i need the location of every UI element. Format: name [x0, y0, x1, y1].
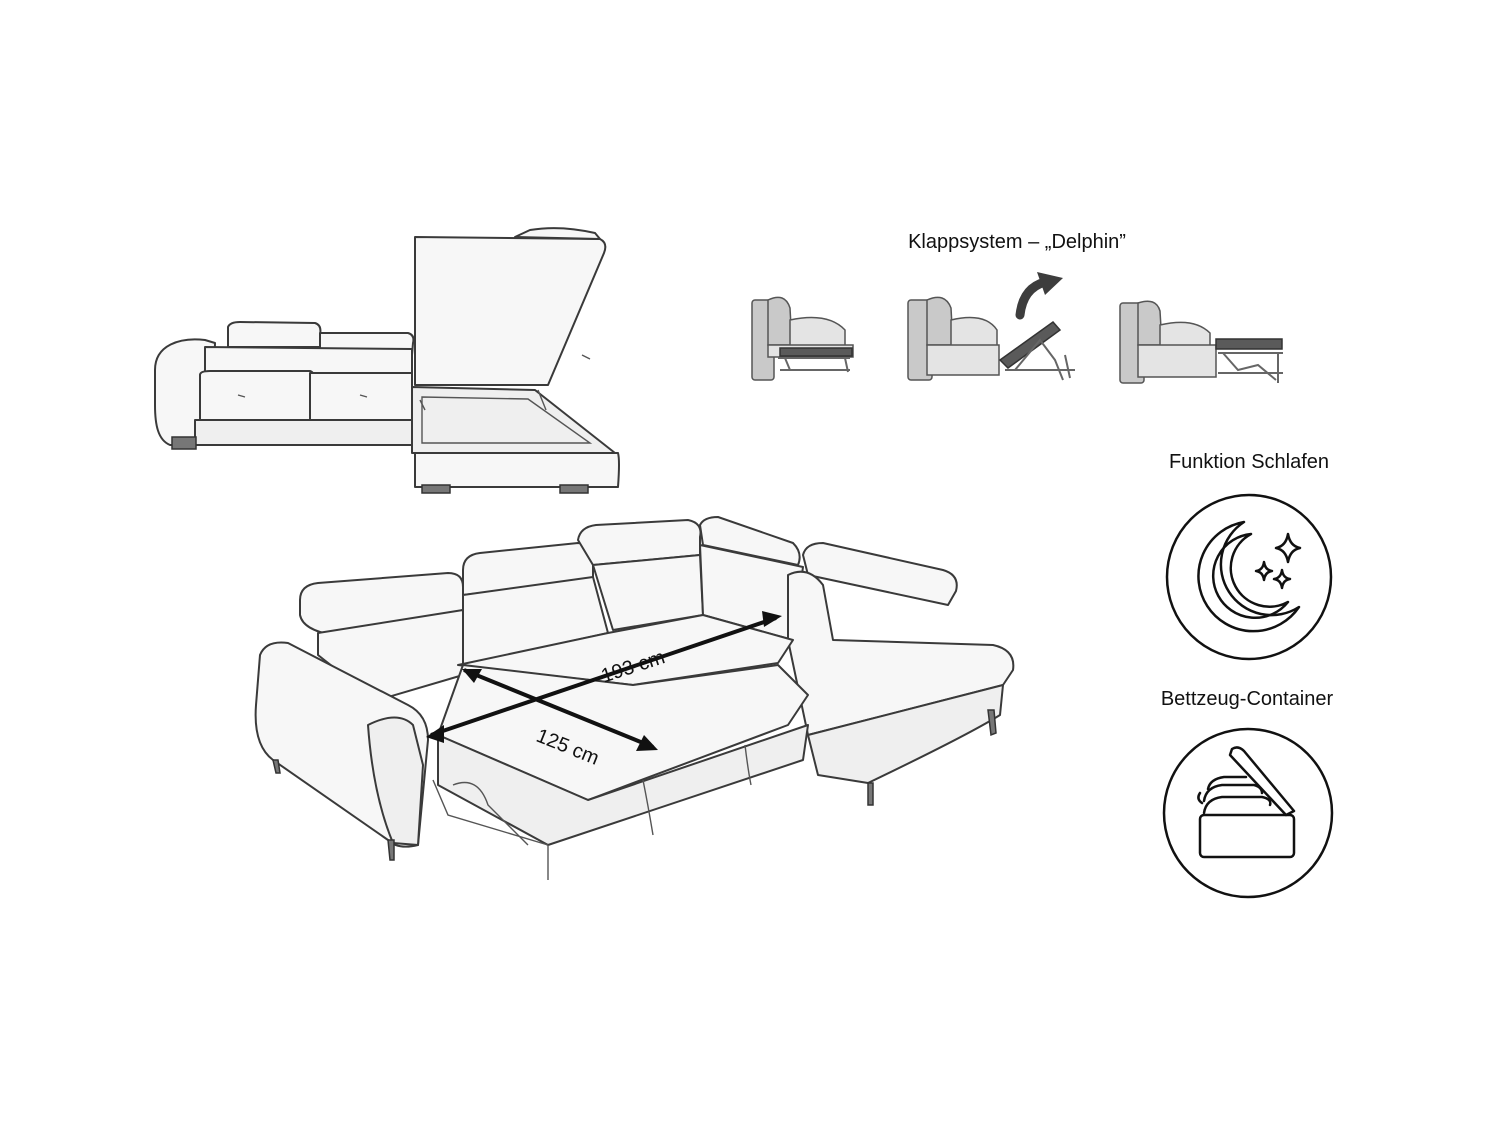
- mechanism-step-unfolding: [905, 270, 1080, 390]
- sofa-bed-illustration: [248, 515, 1018, 895]
- moon-stars-icon: [1164, 492, 1334, 662]
- mechanism-step-closed: [750, 290, 860, 390]
- sofa-storage-illustration: [150, 225, 630, 500]
- mechanism-title: Klappsystem – „Delphin”: [908, 231, 1126, 253]
- storage-container-icon: [1162, 727, 1334, 899]
- mechanism-step-bed: [1118, 295, 1288, 390]
- feature-container-label: Bettzeug-Container: [1160, 688, 1334, 710]
- feature-sleep-label: Funktion Schlafen: [1168, 451, 1330, 473]
